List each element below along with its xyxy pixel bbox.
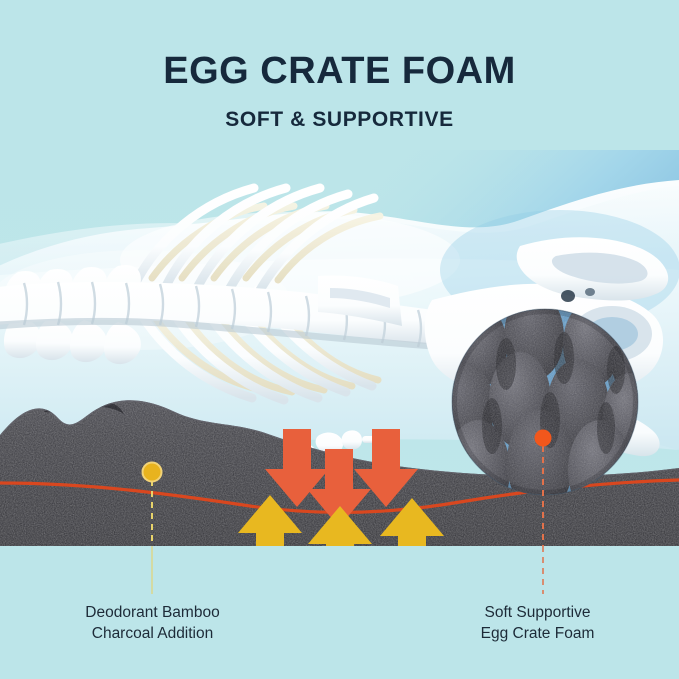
downward-pressure-arrows	[265, 429, 418, 527]
callout-label-left: Deodorant Bamboo Charcoal Addition	[85, 604, 220, 642]
left-marker-dot	[141, 461, 163, 483]
lumbar-vertebra-block	[318, 275, 402, 326]
illustration-scene	[0, 150, 679, 546]
callout-label-right: Soft Supportive Egg Crate Foam	[480, 604, 595, 642]
up-arrow-2	[308, 506, 372, 546]
up-arrow-3	[380, 498, 444, 546]
down-arrow-3	[354, 429, 418, 507]
down-arrow-1	[265, 429, 329, 507]
down-arrow-2	[307, 449, 371, 527]
up-arrow-1	[238, 495, 302, 546]
callout-leader-right	[534, 429, 552, 546]
page-title: EGG CRATE FOAM	[163, 50, 516, 92]
callout-leader-left	[141, 461, 163, 546]
upward-support-arrows	[238, 495, 444, 546]
caption-band: Deodorant Bamboo Charcoal Addition Soft …	[0, 546, 679, 679]
ribs-upper	[129, 183, 379, 295]
page-subtitle: SOFT & SUPPORTIVE	[225, 108, 454, 131]
caption-leader-svg	[151, 546, 544, 594]
right-marker-dot	[534, 429, 552, 447]
scene-svg	[0, 150, 679, 546]
